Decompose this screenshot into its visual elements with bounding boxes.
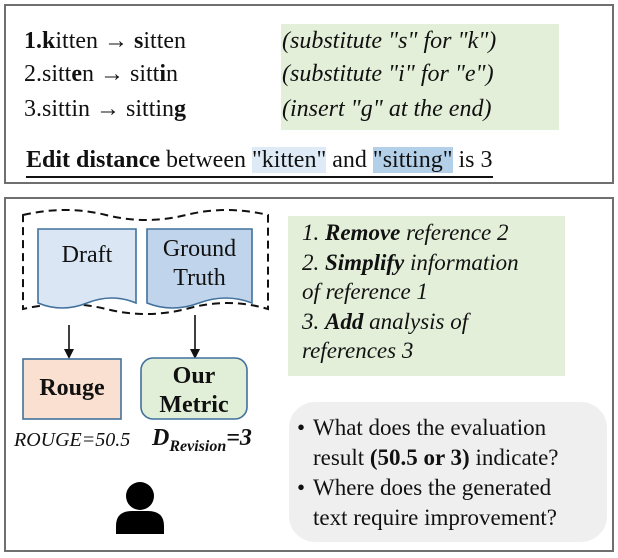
- person-icon-head: [126, 482, 154, 510]
- question-2-line-2: text require improvement?: [313, 505, 557, 530]
- person-icon-body: [116, 511, 164, 534]
- instruction-line: 2. Simplify information: [302, 249, 519, 275]
- step-1: 1.kitten → sitten: [24, 28, 187, 54]
- edit-distance-statement: Edit distance between "kitten" and "sitt…: [26, 147, 493, 178]
- evaluation-diagram: [22, 209, 269, 534]
- note-3: (insert "g" at the end): [282, 96, 492, 122]
- evaluation-panel: Draft Ground Truth Rouge Our Metric ROUG…: [4, 197, 614, 552]
- question-1-line-2: result (50.5 or 3) indicate?: [313, 445, 559, 470]
- revision-distance-score: DRevision=3: [152, 425, 252, 455]
- ground-truth-document-shape: [146, 228, 253, 309]
- instruction-line: 1. Remove reference 2: [302, 220, 509, 245]
- note-1: (substitute "s" for "k"): [282, 28, 497, 54]
- revision-instructions: 1. Remove reference 2 2. Simplify inform…: [288, 216, 565, 376]
- instruction-line: references 3: [302, 338, 414, 363]
- arrow-to-metric-head: [190, 349, 200, 359]
- question-speech-bubble: •What does the evaluation result (50.5 o…: [289, 402, 607, 542]
- our-metric-box: [140, 357, 248, 420]
- step-2: 2.sitten → sittin: [24, 61, 179, 87]
- our-metric-label: Our Metric: [159, 363, 229, 418]
- ground-truth-label: Ground Truth: [162, 236, 237, 291]
- note-2: (substitute "i" for "e"): [282, 61, 494, 87]
- instruction-line: of reference 1: [302, 279, 429, 304]
- notes-background: [281, 24, 559, 130]
- step-3: 3.sittin → sitting: [24, 96, 187, 122]
- bullet-icon: •: [297, 475, 306, 500]
- draft-label: Draft: [61, 242, 113, 268]
- rouge-label: Rouge: [39, 375, 105, 401]
- dashed-group-border: [22, 209, 269, 315]
- question-2-line-1: •Where does the generated: [297, 473, 607, 503]
- bullet-icon: •: [297, 415, 306, 440]
- highlight-sitting: "sitting": [372, 147, 453, 173]
- rouge-box: [22, 358, 122, 420]
- instruction-line: 3. Add analysis of: [302, 308, 469, 334]
- draft-document-shape: [37, 228, 137, 309]
- arrow-to-rouge-head: [64, 349, 74, 359]
- question-1-line-1: •What does the evaluation: [297, 413, 607, 443]
- edit-distance-panel: 1.kitten → sitten 2.sitten → sittin 3.si…: [4, 4, 614, 184]
- highlight-kitten: "kitten": [251, 147, 327, 173]
- rouge-score: ROUGE=50.5: [14, 429, 131, 451]
